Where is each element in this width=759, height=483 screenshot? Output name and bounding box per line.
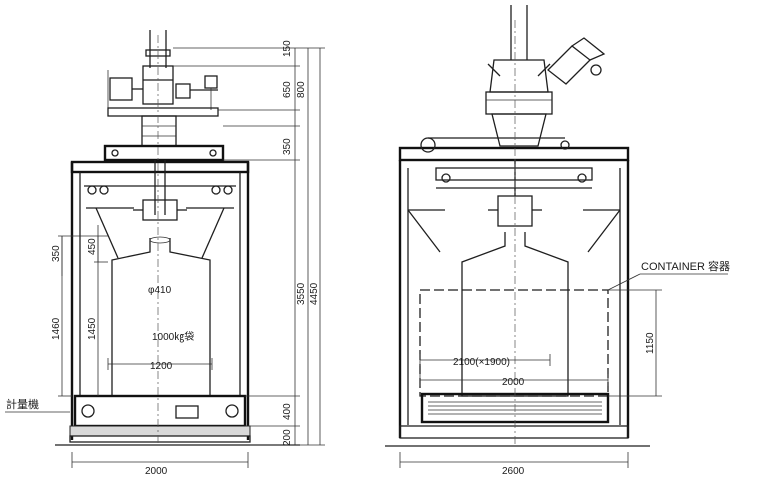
dim-2600: 2600	[502, 466, 525, 477]
dim-1200: 1200	[150, 361, 173, 372]
dim-650: 650	[282, 81, 293, 98]
dim-400: 400	[282, 403, 293, 420]
dim-3550: 3550	[296, 282, 307, 305]
diameter-label: φ410	[148, 285, 172, 296]
dim-1150: 1150	[645, 332, 656, 354]
dim-2000-left: 2000	[145, 466, 168, 477]
dim-1460: 1460	[51, 317, 62, 340]
left-side-dimensions	[5, 225, 249, 468]
right-machine-elevation	[385, 5, 650, 447]
dim-350-side: 350	[51, 245, 62, 262]
dim-2000-right: 2000	[502, 377, 525, 388]
dim-4450: 4450	[309, 282, 320, 305]
dim-450: 450	[87, 238, 98, 255]
annotation-labels: φ410 1000㎏袋 計量機 CONTAINER 容器	[6, 259, 730, 411]
dim-800: 800	[296, 81, 307, 98]
dim-1450: 1450	[87, 317, 98, 340]
height-dimension-chain	[173, 47, 325, 446]
bag-label: 1000㎏袋	[152, 330, 194, 343]
container-label: CONTAINER 容器	[641, 259, 730, 273]
dim-150: 150	[282, 40, 293, 57]
dimension-labels: 150 650 800 350 3550 4450 400 200 350 45…	[51, 40, 656, 477]
left-machine-elevation	[55, 30, 300, 446]
dim-350-upper: 350	[282, 138, 293, 155]
right-dimensions	[399, 273, 728, 468]
dim-200: 200	[282, 429, 293, 446]
dim-2100: 2100(×1900)	[453, 357, 510, 368]
scale-label: 計量機	[6, 397, 39, 411]
